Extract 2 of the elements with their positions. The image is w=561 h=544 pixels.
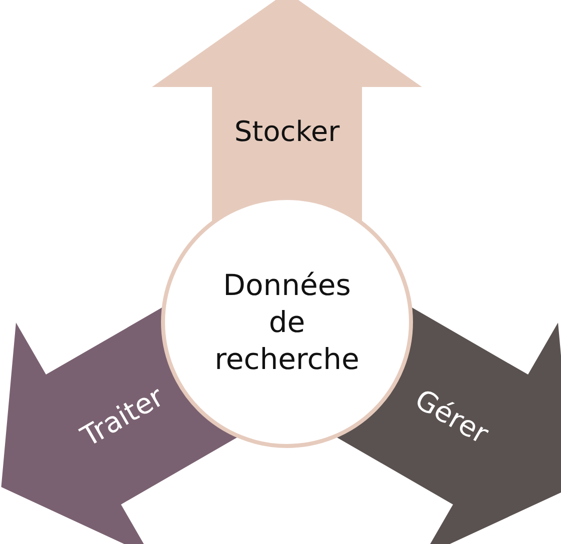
arrow-label: Stocker (234, 115, 340, 149)
node-label: Données de recherche (214, 266, 360, 378)
